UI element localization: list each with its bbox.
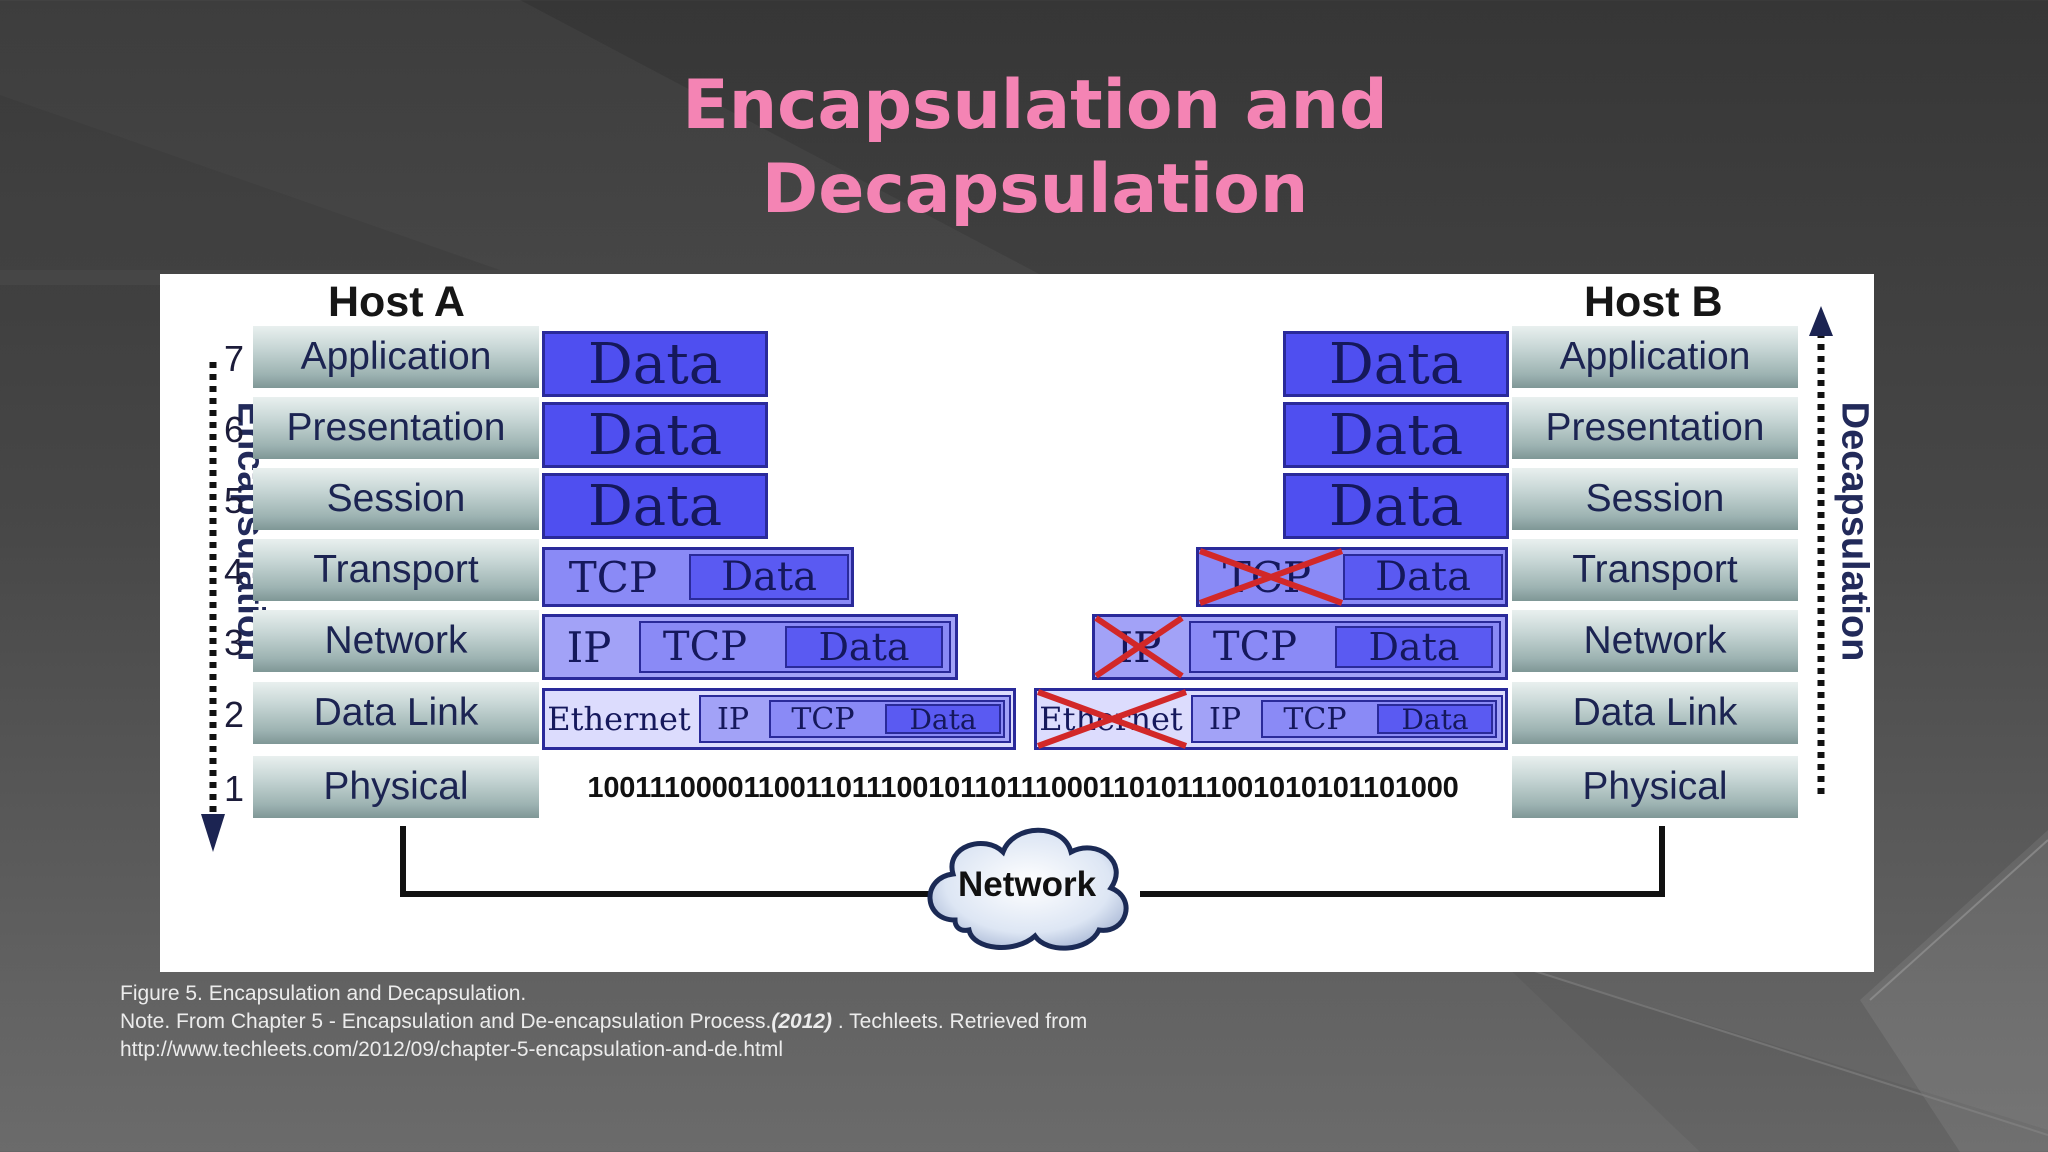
host-a-l2-tcp: TCP — [791, 701, 855, 737]
host-b-layer-transport: Transport — [1512, 539, 1798, 601]
caption-url: http://www.techleets.com/2012/09/chapter… — [120, 1038, 784, 1061]
layer-number-5: 5 — [223, 480, 245, 521]
network-cloud-icon — [927, 827, 1129, 951]
host-b-layer-presentation: Presentation — [1512, 397, 1798, 459]
host-a-data-l7: Data — [542, 331, 768, 397]
host-a-layer-network: Network — [253, 610, 539, 672]
host-a-layer-session: Session — [253, 468, 539, 530]
figure-caption: Figure 5. Encapsulation and Decapsulatio… — [120, 980, 1087, 1064]
layer-number-1: 1 — [223, 768, 245, 809]
host-b-l3-segment: TCP Data — [1189, 621, 1501, 673]
network-label: Network — [957, 865, 1097, 904]
host-a-l2-segment: TCP Data — [769, 700, 1005, 738]
host-a-l3-ip: IP — [566, 622, 612, 672]
host-a-data-l6: Data — [542, 402, 768, 468]
host-b-l2-packet: IP TCP Data — [1191, 695, 1503, 743]
host-a-l4-tcp: TCP — [568, 552, 658, 602]
host-a-packet: IP TCP Data — [542, 614, 958, 680]
host-b-layer-session: Session — [1512, 468, 1798, 530]
host-b-ip-removed-cross-icon — [1094, 615, 1184, 679]
caption-note: Note. From Chapter 5 - Encapsulation and… — [120, 1010, 772, 1033]
host-b-l2-segment: TCP Data — [1261, 700, 1497, 738]
title-line-2: Decapsulation — [761, 150, 1309, 229]
host-b-l4-data: Data — [1343, 554, 1503, 600]
host-a-l4-data: Data — [689, 554, 849, 600]
host-a-layer-physical: Physical — [253, 756, 539, 818]
host-a-layer-data-link: Data Link — [253, 682, 539, 744]
encapsulation-diagram: Host A Host B Encapsulation Decapsulatio… — [160, 274, 1874, 972]
host-a-l2-packet: IP TCP Data — [699, 695, 1011, 743]
host-a-layer-application: Application — [253, 326, 539, 388]
host-a-l3-tcp: TCP — [662, 624, 748, 670]
layer-number-4: 4 — [223, 551, 245, 592]
layer-number-6: 6 — [223, 409, 245, 450]
host-b-segment: TCP Data — [1196, 547, 1508, 607]
host-a-l2-ethernet: Ethernet — [547, 700, 691, 738]
host-b-l3-data: Data — [1335, 625, 1493, 669]
caption-line-2: Note. From Chapter 5 - Encapsulation and… — [120, 1008, 1087, 1036]
host-b-packet: IP TCP Data — [1092, 614, 1508, 680]
host-b-layer-data-link: Data Link — [1512, 682, 1798, 744]
host-b-data-l6: Data — [1283, 402, 1509, 468]
host-b-ethernet-removed-cross-icon — [1036, 689, 1188, 749]
host-a-frame: Ethernet IP TCP Data — [542, 688, 1016, 750]
caption-source: . Techleets. Retrieved from — [832, 1010, 1088, 1033]
host-b-data-l5: Data — [1283, 473, 1509, 539]
host-a-label: Host A — [328, 278, 465, 326]
host-a-data-l5: Data — [542, 473, 768, 539]
host-b-layer-network: Network — [1512, 610, 1798, 672]
layer-number-7: 7 — [223, 338, 245, 379]
host-b-data-l7: Data — [1283, 331, 1509, 397]
physical-bit-stream: 1001110000110011011100101101110001101011… — [587, 772, 1459, 804]
host-b-l2-data: Data — [1377, 703, 1493, 736]
host-b-l2-tcp: TCP — [1283, 701, 1347, 737]
layer-number-3: 3 — [223, 622, 245, 663]
host-a-l2-data: Data — [885, 703, 1001, 736]
host-a-l2-ip: IP — [716, 701, 750, 737]
host-a-segment: TCP Data — [542, 547, 854, 607]
slide-title: Encapsulation and Decapsulation — [0, 64, 2048, 232]
host-a-layer-presentation: Presentation — [253, 397, 539, 459]
decapsulation-label: Decapsulation — [1833, 401, 1874, 662]
host-b-label: Host B — [1584, 278, 1723, 326]
host-a-layer-transport: Transport — [253, 539, 539, 601]
host-b-l3-tcp: TCP — [1212, 624, 1298, 670]
caption-line-1: Figure 5. Encapsulation and Decapsulatio… — [120, 982, 527, 1005]
host-a-l3-segment: TCP Data — [639, 621, 951, 673]
host-b-layer-physical: Physical — [1512, 756, 1798, 818]
network-link-lines — [201, 306, 1833, 897]
host-a-l3-data: Data — [785, 625, 943, 669]
host-b-l2-ip: IP — [1208, 701, 1242, 737]
caption-year: (2012) — [771, 1010, 833, 1033]
host-b-layer-application: Application — [1512, 326, 1798, 388]
host-b-tcp-removed-cross-icon — [1198, 548, 1344, 606]
title-line-1: Encapsulation and — [682, 66, 1388, 145]
layer-number-2: 2 — [223, 694, 245, 735]
